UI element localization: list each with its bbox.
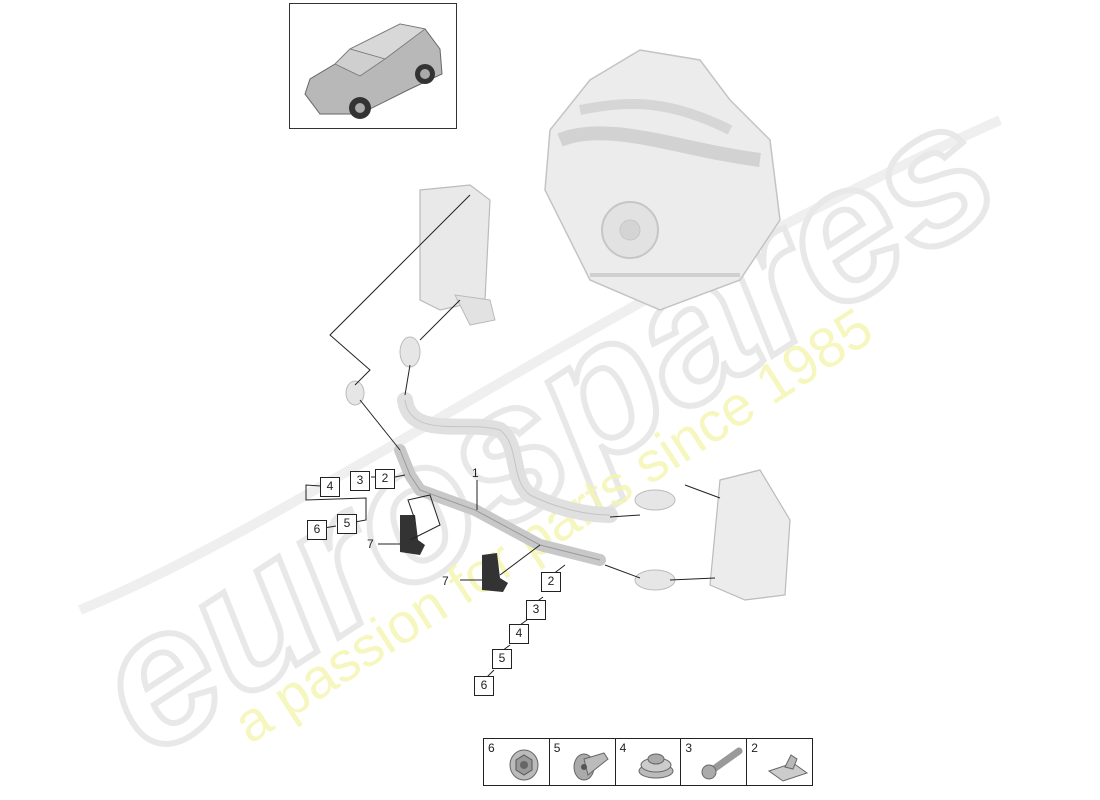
parts-legend: 6 5 4 3 2 (483, 738, 813, 786)
callout-7a[interactable]: 7 (367, 537, 374, 551)
hose-elbow-right-lower (634, 569, 676, 591)
spacer-sleeve-icon (573, 752, 609, 781)
callout-1[interactable]: 1 (472, 466, 479, 480)
callout-6b[interactable]: 6 (474, 676, 494, 696)
callout-7b[interactable]: 7 (442, 574, 449, 588)
callout-6a[interactable]: 6 (307, 520, 327, 540)
hose-connector-left (345, 380, 365, 406)
lower-charge-air-cooler (709, 469, 791, 601)
clip-nut-icon (768, 754, 809, 782)
legend-num: 3 (685, 741, 693, 755)
callout-4b[interactable]: 4 (509, 624, 529, 644)
bolt-icon (701, 747, 743, 780)
legend-item-5[interactable]: 5 (550, 739, 616, 785)
hose-elbow-upper (399, 336, 421, 368)
upper-charge-air-cooler (419, 184, 496, 326)
grommet-icon (638, 753, 674, 779)
flange-nut-icon (509, 749, 539, 781)
callout-2b[interactable]: 2 (541, 572, 561, 592)
callout-5b[interactable]: 5 (492, 649, 512, 669)
legend-item-3[interactable]: 3 (681, 739, 748, 785)
bracket-7-upper (400, 515, 425, 555)
callout-3a[interactable]: 3 (350, 471, 370, 491)
hose-elbow-right-upper (634, 489, 676, 511)
legend-item-4[interactable]: 4 (616, 739, 682, 785)
callout-3b[interactable]: 3 (526, 600, 546, 620)
callout-4a[interactable]: 4 (320, 477, 340, 497)
engine-block (544, 49, 781, 311)
legend-num: 6 (488, 741, 495, 755)
callout-5a[interactable]: 5 (337, 514, 357, 534)
callout-2a[interactable]: 2 (375, 469, 395, 489)
legend-num: 5 (553, 741, 561, 755)
legend-item-2[interactable]: 2 (747, 739, 812, 785)
legend-num: 2 (751, 741, 758, 755)
car-icon (304, 23, 443, 119)
bracket-7-lower (482, 553, 508, 592)
legend-item-6[interactable]: 6 (484, 739, 550, 785)
vehicle-thumbnail (289, 3, 457, 129)
legend-num: 4 (619, 741, 627, 755)
